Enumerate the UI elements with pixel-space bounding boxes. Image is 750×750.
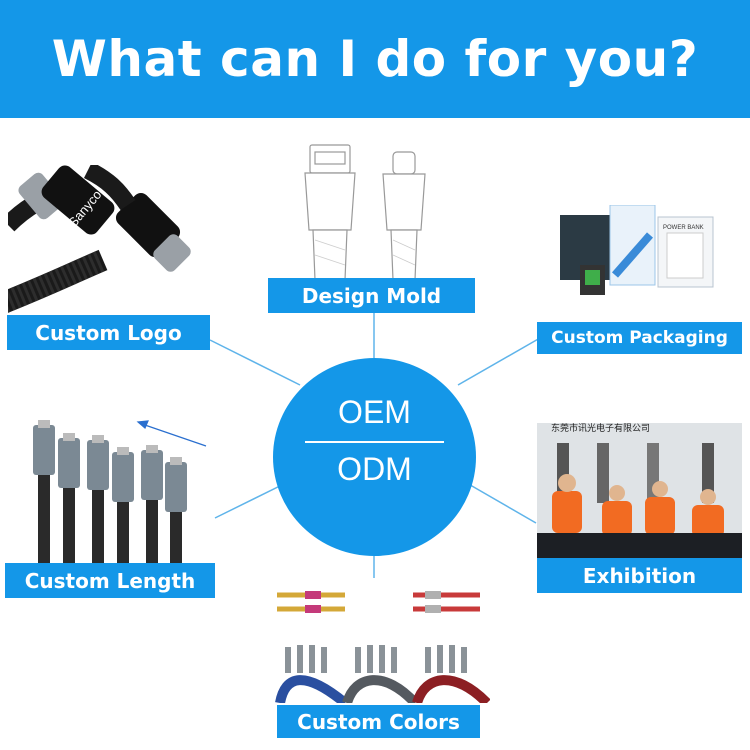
custom-packaging-label: Custom Packaging	[537, 322, 742, 354]
custom-length-label: Custom Length	[5, 563, 215, 598]
svg-text:POWER BANK: POWER BANK	[663, 225, 704, 231]
exhibition-photo: 东莞市讯光电子有限公司	[537, 413, 742, 558]
exhibition-banner-text: 东莞市讯光电子有限公司	[551, 422, 650, 434]
odm-text: ODM	[337, 451, 412, 487]
exhibition-label: Exhibition	[537, 558, 742, 593]
custom-colors-label: Custom Colors	[277, 705, 480, 738]
oem-odm-circle: OEM ODM	[273, 358, 476, 556]
custom-logo-label: Custom Logo	[7, 315, 210, 350]
oem-text: OEM	[338, 394, 411, 430]
colors-cables-image	[275, 591, 490, 703]
svg-text:东莞市讯光电子有限公司: 东莞市讯光电子有限公司	[551, 422, 650, 434]
logo-cable-image: Sanyconn	[8, 165, 191, 313]
circle-divider	[305, 441, 444, 443]
packaging-image: POWER BANK	[560, 205, 714, 295]
page-title: What can I do for you?	[51, 30, 699, 88]
design-mold-label: Design Mold	[268, 278, 475, 313]
design-mold-image	[304, 144, 426, 280]
header-banner: What can I do for you?	[0, 0, 750, 118]
length-cables-image	[33, 420, 187, 575]
